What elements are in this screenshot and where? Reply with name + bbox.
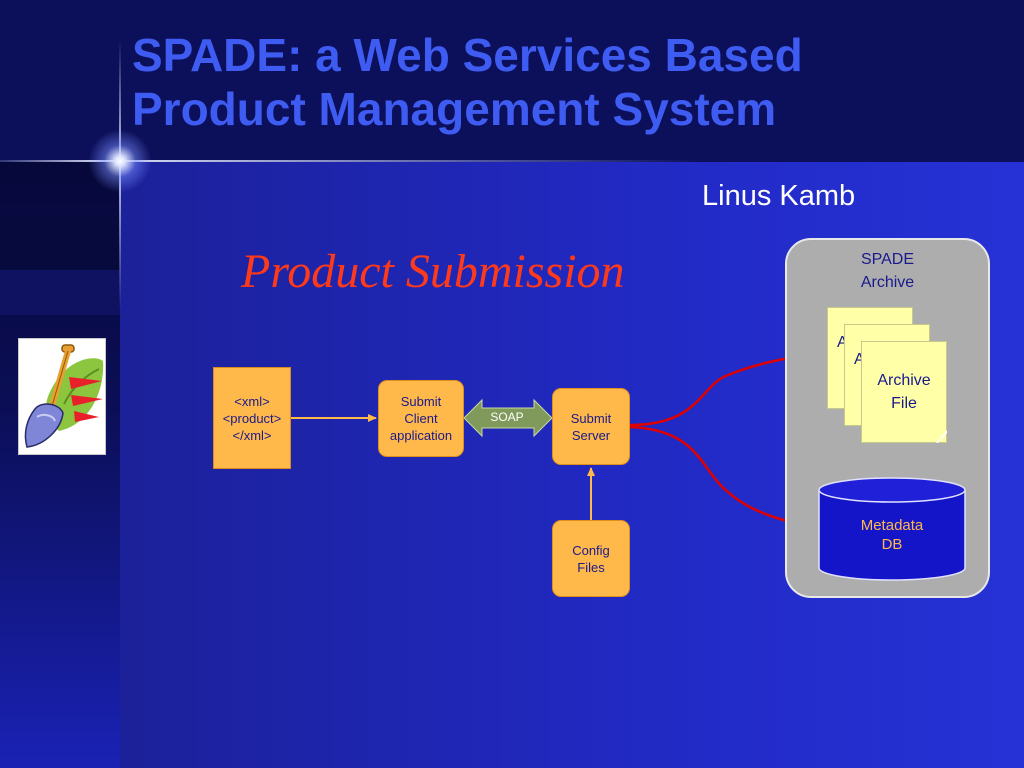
author-name: Linus Kamb xyxy=(702,180,856,212)
metadata-db-cylinder xyxy=(818,477,966,581)
submit-server-line-2: Server xyxy=(571,427,611,443)
archive-file-line-2: File xyxy=(891,395,917,412)
spade-archive-line-2: Archive xyxy=(860,274,915,291)
archive-file-line-1: Archive xyxy=(877,372,931,389)
config-files-line-2: Files xyxy=(577,559,605,575)
archive-file-front: Archive File xyxy=(861,341,947,443)
left-stripe xyxy=(0,270,120,315)
slide-title-line-2: Product Management System xyxy=(132,83,777,135)
metadata-db-line-1: Metadata xyxy=(860,517,924,534)
config-files-node: Config Files xyxy=(552,520,630,597)
decorative-horizontal-line xyxy=(0,160,700,162)
submit-client-line-2: Client xyxy=(404,411,438,426)
xml-line-3: </xml> xyxy=(232,427,272,443)
submit-client-line-1: Submit xyxy=(400,394,442,409)
section-heading: Product Submission xyxy=(241,245,625,298)
metadata-db-label: Metadata DB xyxy=(820,516,964,554)
page-curl-icon xyxy=(936,430,947,443)
submit-server-line-1: Submit xyxy=(570,410,612,426)
xml-product-document: <xml> <product> </xml> xyxy=(213,367,291,469)
archive-file-back-label: A xyxy=(837,334,848,351)
left-stripe xyxy=(0,215,120,270)
submit-client-node: Submit Client application xyxy=(378,380,464,457)
metadata-db-line-2: DB xyxy=(881,536,903,553)
submit-server-node: Submit Server xyxy=(552,388,630,465)
shovel-clipart-icon xyxy=(18,338,106,455)
xml-line-1: <xml> xyxy=(234,393,270,409)
xml-line-2: <product> xyxy=(222,410,282,426)
spade-archive-line-1: SPADE xyxy=(860,251,915,268)
slide-title: SPADE: a Web Services Based Product Mana… xyxy=(132,28,992,136)
title-band xyxy=(0,0,1024,162)
config-files-line-1: Config xyxy=(572,542,610,558)
decorative-glow xyxy=(88,129,152,193)
archive-file-middle-label: A xyxy=(854,351,865,368)
submit-client-line-3: application xyxy=(389,428,453,443)
spade-archive-label: SPADE Archive xyxy=(820,248,955,294)
soap-label: SOAP xyxy=(490,410,524,424)
server-to-db-arrow xyxy=(629,425,817,531)
slide-title-line-1: SPADE: a Web Services Based xyxy=(132,29,803,81)
